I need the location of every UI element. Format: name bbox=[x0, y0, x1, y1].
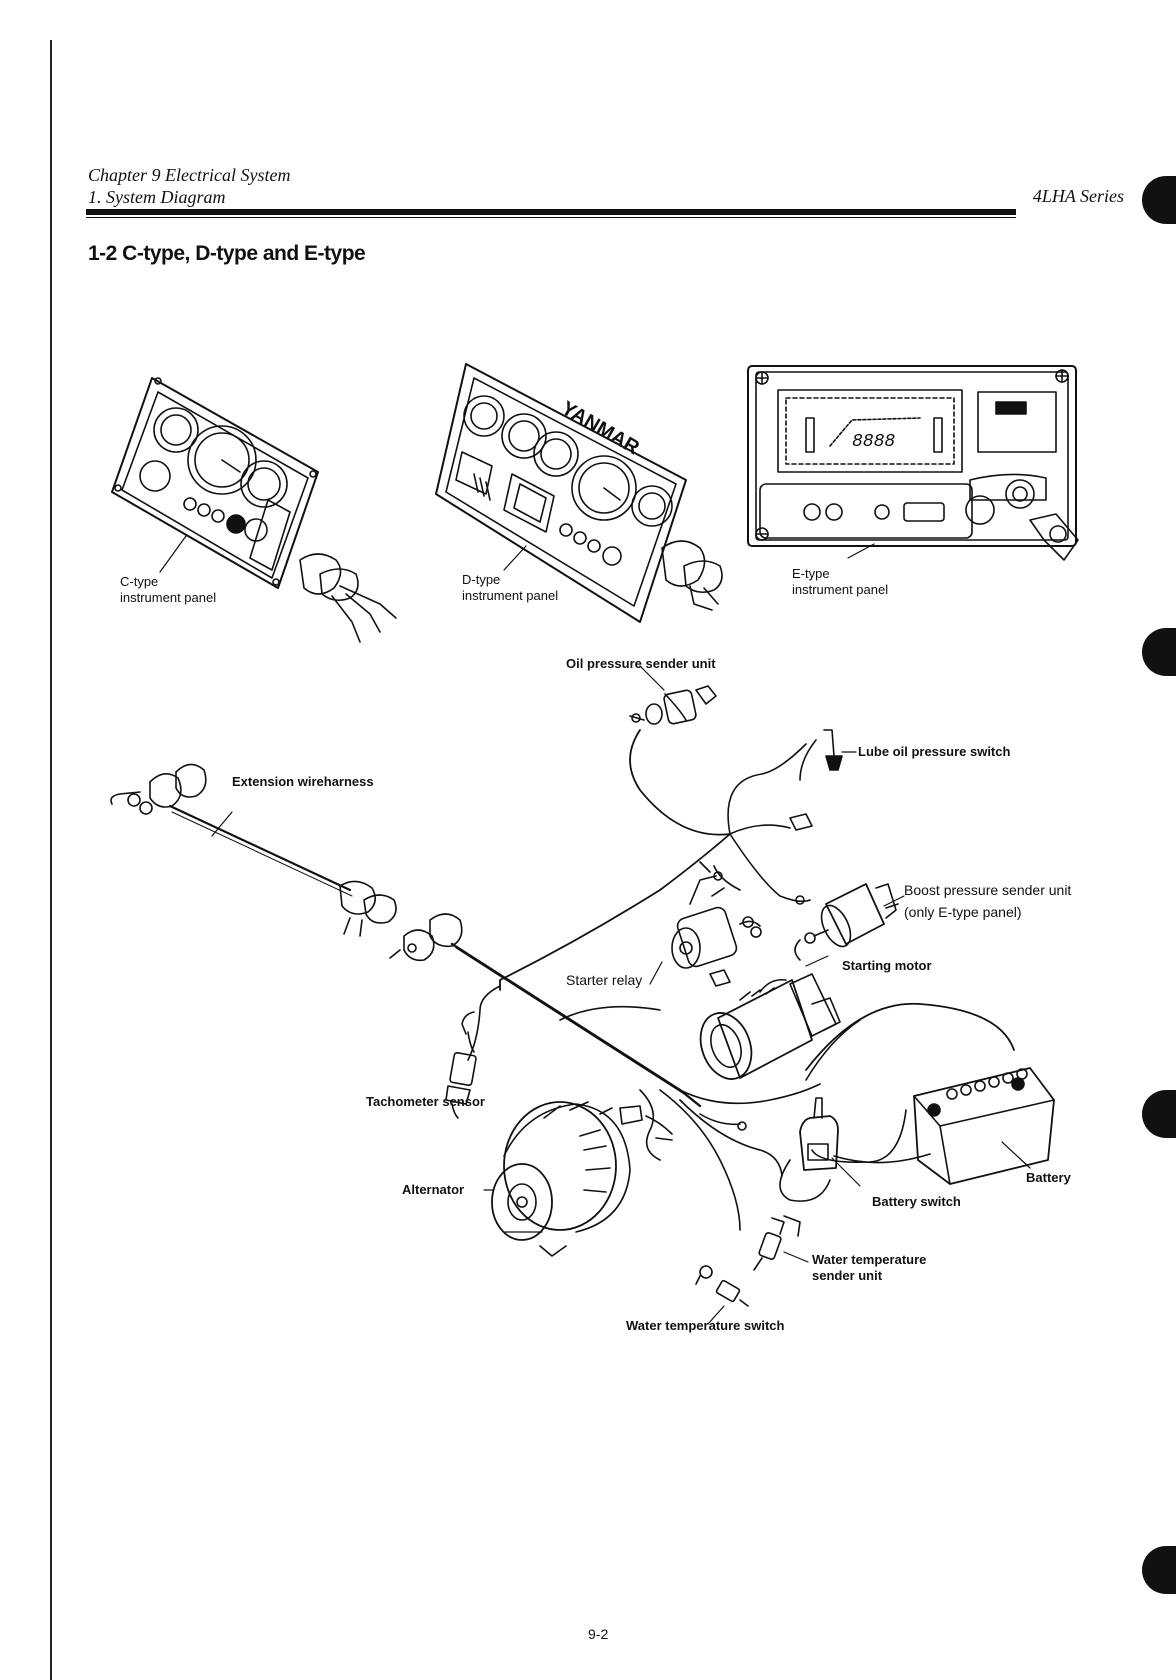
boost-pressure-sender-label-line2: (only E-type panel) bbox=[904, 904, 1022, 920]
main-wireharness bbox=[499, 729, 813, 991]
battery-switch-label: Battery switch bbox=[872, 1194, 961, 1209]
c-type-panel-label-line2: instrument panel bbox=[120, 590, 217, 605]
chapter-heading: Chapter 9 Electrical System bbox=[88, 165, 291, 185]
tachometer-sensor-illustration bbox=[445, 1011, 477, 1119]
tachometer-sensor-label: Tachometer sensor bbox=[366, 1094, 485, 1109]
header-rule-thin bbox=[86, 217, 1016, 218]
section-heading: 1. System Diagram bbox=[88, 187, 226, 207]
water-temp-sender-illustration bbox=[753, 1215, 809, 1271]
battery-switch-illustration bbox=[799, 1097, 861, 1187]
page-number: 9-2 bbox=[588, 1626, 609, 1642]
extension-wireharness-illustration bbox=[110, 763, 397, 937]
page-margin-line bbox=[50, 40, 52, 1680]
binder-hole bbox=[1142, 1546, 1176, 1594]
c-type-panel-illustration bbox=[111, 377, 397, 643]
binder-hole bbox=[1142, 176, 1176, 224]
c-type-panel-label: C-type instrument panel bbox=[120, 574, 216, 606]
oil-pressure-sender-illustration bbox=[629, 685, 717, 725]
d-type-panel-label: D-type instrument panel bbox=[462, 572, 558, 604]
header-rule bbox=[86, 209, 1016, 215]
d-type-panel-label-line1: D-type bbox=[462, 572, 501, 587]
binder-hole bbox=[1142, 628, 1176, 676]
starting-motor-illustration bbox=[699, 955, 841, 1080]
e-type-panel-illustration: 8888 bbox=[747, 365, 1079, 561]
leader-lines bbox=[503, 665, 857, 1233]
water-temp-sender-label: Water temperature sender unit bbox=[812, 1252, 926, 1284]
e-panel-display: 8888 bbox=[852, 432, 895, 452]
starter-relay-label: Starter relay bbox=[566, 972, 643, 988]
oil-pressure-sender-label: Oil pressure sender unit bbox=[566, 656, 716, 671]
water-temp-sender-label-line2: sender unit bbox=[812, 1268, 883, 1283]
lube-oil-switch-label: Lube oil pressure switch bbox=[858, 744, 1011, 759]
series-heading: 4LHA Series bbox=[1032, 186, 1124, 206]
e-type-panel-label: E-type instrument panel bbox=[792, 566, 888, 598]
section-title: 1-2 C-type, D-type and E-type bbox=[88, 242, 366, 265]
starter-relay-illustration bbox=[649, 871, 762, 987]
water-temp-switch-illustration bbox=[695, 1265, 749, 1325]
d-type-panel-label-line2: instrument panel bbox=[462, 588, 559, 603]
starting-motor-label: Starting motor bbox=[842, 958, 932, 973]
c-type-panel-label-line1: C-type bbox=[120, 574, 159, 589]
boost-pressure-sender-label: Boost pressure sender unit (only E-type … bbox=[904, 882, 1071, 920]
e-type-panel-label-line1: E-type bbox=[792, 566, 830, 581]
boost-pressure-sender-label-line1: Boost pressure sender unit bbox=[904, 882, 1072, 898]
water-temp-sender-label-line1: Water temperature bbox=[812, 1252, 927, 1267]
extension-wireharness-label: Extension wireharness bbox=[232, 774, 374, 789]
battery-and-cables bbox=[779, 1002, 1055, 1202]
boost-pressure-sender-illustration bbox=[794, 883, 905, 961]
lube-oil-switch-illustration bbox=[799, 729, 843, 781]
water-temp-switch-label: Water temperature switch bbox=[626, 1318, 785, 1333]
battery-label: Battery bbox=[1026, 1170, 1071, 1185]
binder-hole bbox=[1142, 1090, 1176, 1138]
alternator-illustration bbox=[483, 1101, 631, 1257]
alternator-label: Alternator bbox=[402, 1182, 465, 1197]
engine-harness bbox=[389, 913, 821, 1231]
e-type-panel-label-line2: instrument panel bbox=[792, 582, 889, 597]
